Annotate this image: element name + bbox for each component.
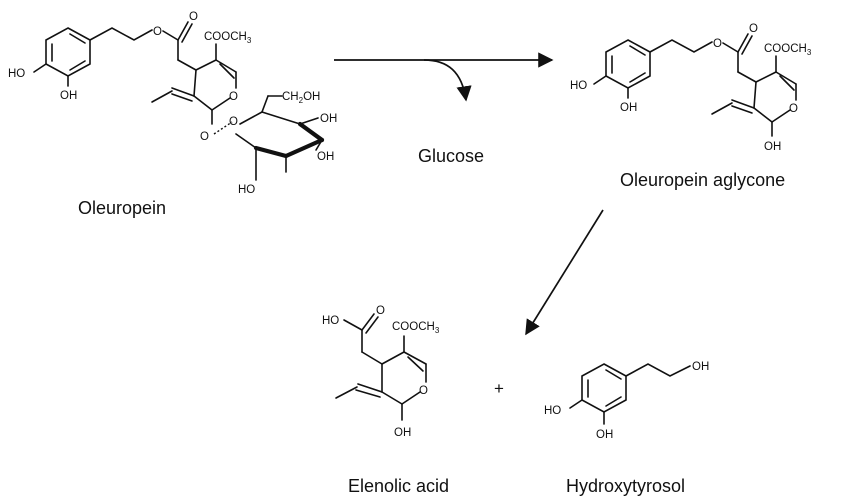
ring-oxygen-label: O [789,103,798,115]
hydroxyl-label: OH [394,427,411,439]
hydroxytyrosol-label: Hydroxytyrosol [566,476,685,496]
hydroxyl-label: HO [570,80,587,92]
degradation-arrow [525,209,604,336]
ester-group-label: COOCH3 [764,43,812,57]
carbonyl-oxygen-label: O [376,305,385,317]
hydroxyl-label: OH [320,113,337,125]
ring-oxygen-label: O [419,385,428,397]
hydroxyl-label: OH [764,141,781,153]
glycosidic-oxygen-label: O [200,131,209,143]
oleuropein-aglycone-label: Oleuropein aglycone [620,170,785,190]
hydroxyl-label: OH [596,429,613,441]
hydroxytyrosol-structure: HO OH OH [544,361,709,441]
hydroxyl-label: OH [692,361,709,373]
glucose-label: Glucose [418,146,484,166]
pyranose-oxygen-label: O [229,116,238,128]
ester-group-label: COOCH3 [204,31,252,45]
elenolic-acid-structure: HO O O COOCH3 OH [322,305,440,439]
ester-group-label: COOCH3 [392,321,440,335]
hydroxyl-label: OH [317,151,334,163]
oleuropein-structure: HO OH O O O COOCH3 O O [8,11,337,196]
carbonyl-oxygen-label: O [189,11,198,23]
ring-oxygen-label: O [229,91,238,103]
ester-oxygen-label: O [713,38,722,50]
hydroxyl-label: HO [8,68,25,80]
ester-oxygen-label: O [153,26,162,38]
hydroxyl-label: HO [238,184,255,196]
plus-sign: + [494,379,504,398]
hydroxyl-label: HO [544,405,561,417]
hydroxymethyl-label: CH2OH [282,91,320,105]
oleuropein-aglycone-structure: HO OH O O O COOCH3 OH [570,23,812,153]
oleuropein-label: Oleuropein [78,198,166,218]
carbonyl-oxygen-label: O [749,23,758,35]
hydroxyl-label: OH [60,90,77,102]
glucose-release-arrow [423,59,472,102]
elenolic-acid-label: Elenolic acid [348,476,449,496]
hydroxyl-label: OH [620,102,637,114]
hydroxyl-label: HO [322,315,339,327]
